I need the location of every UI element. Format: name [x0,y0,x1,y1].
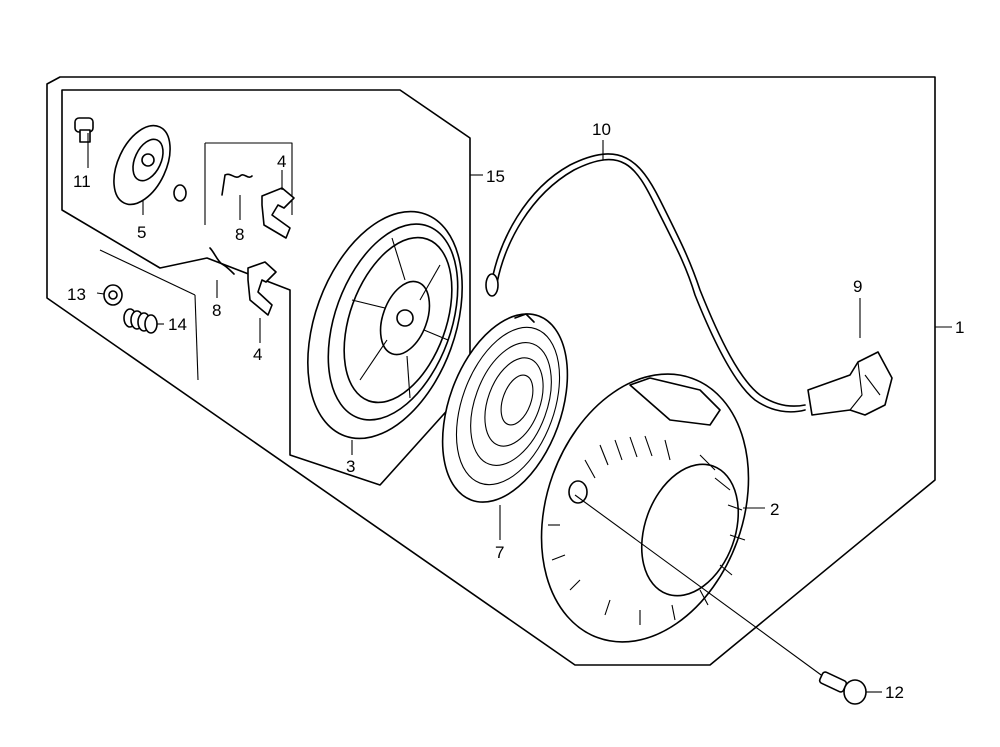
nut-13 [96,284,123,306]
starter-case-2 [540,373,765,643]
callout-8-lower: 8 [212,301,221,320]
callout-5: 5 [137,223,146,242]
divider-line [99,249,196,296]
callout-1: 1 [955,318,964,337]
subassembly-outline-15 [61,89,471,486]
assembly-outline-1 [46,76,936,666]
callout-14: 14 [168,315,187,334]
washer [173,184,187,202]
callout-7: 7 [495,543,504,562]
spring-14 [123,308,164,334]
callout-4-lower: 4 [253,345,262,364]
callout-15: 15 [486,167,505,186]
pawl-spring-8-lower [209,247,235,298]
pawl-4-upper [261,170,295,239]
callout-11: 11 [73,172,91,191]
callout-8-upper: 8 [235,225,244,244]
callout-9: 9 [853,277,862,296]
starter-rope-10 [485,140,806,413]
pawl-group-bracket [204,142,293,225]
callout-4-upper: 4 [277,152,286,171]
bolt-12 [574,494,882,705]
callout-2: 2 [770,500,779,519]
recoil-spring-7 [441,313,569,540]
ratchet-5 [113,124,171,215]
reel-3 [307,210,463,455]
starter-handle-9 [807,298,893,416]
pawl-4-lower [247,261,277,343]
callout-3: 3 [346,457,355,476]
pawl-spring-8-upper [221,173,253,220]
divider-line-2 [194,294,199,381]
bolt-11 [74,117,94,168]
callout-12: 12 [885,683,904,702]
callout-10: 10 [592,120,611,139]
callout-13: 13 [67,285,86,304]
